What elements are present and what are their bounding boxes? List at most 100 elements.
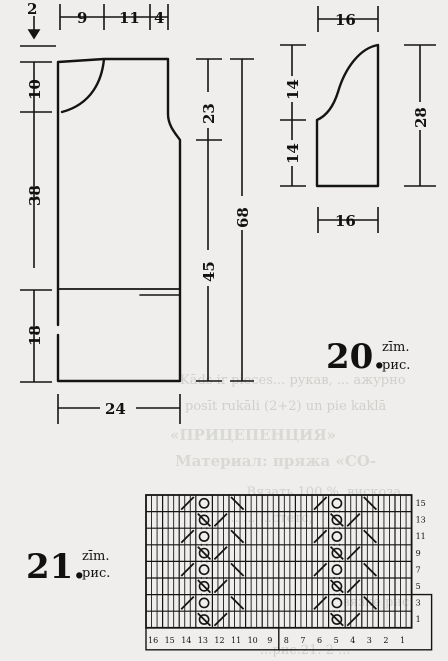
decrease-symbol — [230, 529, 245, 544]
column-number: 14 — [181, 636, 191, 645]
decrease-symbol — [230, 562, 245, 577]
decrease-symbol — [313, 562, 328, 577]
back-left-dimension — [20, 61, 52, 383]
back-top-segment-1: 9 — [77, 9, 87, 27]
sleeve-top-dimension — [317, 6, 379, 32]
decrease-symbol — [313, 595, 328, 610]
decrease-symbol — [346, 579, 361, 594]
chart-bottom-frame — [145, 627, 279, 651]
decrease-symbol — [346, 546, 361, 561]
row-number: 13 — [416, 516, 426, 525]
decrease-symbol — [213, 612, 228, 627]
sleeve-piece-outline — [315, 43, 380, 188]
column-number: 12 — [214, 636, 224, 645]
back-top-segment-3: 4 — [154, 9, 164, 27]
decrease-symbol — [180, 595, 195, 610]
row-number: 7 — [416, 565, 421, 574]
column-number: 13 — [198, 636, 208, 645]
yarn-over-symbol — [331, 531, 343, 542]
decrease-symbol — [197, 612, 212, 627]
decrease-symbol — [363, 496, 378, 511]
dim-gap — [284, 140, 302, 166]
decrease-symbol — [313, 529, 328, 544]
back-right-inner-dim-1: 23 — [200, 103, 218, 124]
back-bottom-dim: 24 — [105, 400, 126, 418]
decrease-symbol — [346, 512, 361, 527]
dim-gap — [234, 196, 252, 230]
dim-gap — [200, 250, 218, 286]
decrease-symbol — [329, 612, 344, 627]
decrease-symbol — [329, 512, 344, 527]
figure-21-number: 21. — [26, 547, 85, 587]
decrease-symbol — [197, 579, 212, 594]
back-top-dimension — [59, 4, 169, 30]
decrease-symbol — [180, 529, 195, 544]
column-number: 9 — [267, 636, 272, 645]
back-top-offset-label: 2 — [27, 0, 37, 18]
yarn-over-symbol — [198, 497, 210, 509]
decrease-symbol — [313, 496, 328, 511]
back-right-total-dim: 68 — [234, 207, 252, 228]
back-top-offset-arrow — [20, 16, 56, 47]
row-number: 1 — [416, 615, 421, 624]
back-piece-outline — [56, 57, 182, 383]
dim-gap — [100, 398, 136, 416]
yarn-over-symbol — [331, 497, 343, 509]
decrease-symbol — [329, 546, 344, 561]
sleeve-top-dim: 16 — [335, 11, 356, 29]
back-top-segment-2: 11 — [119, 9, 140, 27]
decrease-symbol — [230, 496, 245, 511]
bleed-line: posīt rukāli (2+2) un pie kaklā — [185, 399, 387, 414]
column-number: 15 — [165, 636, 175, 645]
yarn-over-symbol — [198, 531, 210, 542]
column-number: 11 — [231, 636, 241, 645]
decrease-symbol — [197, 512, 212, 527]
dim-gap — [200, 92, 218, 128]
column-number: 10 — [248, 636, 258, 645]
yarn-over-symbol — [331, 597, 343, 609]
back-piece-schematic — [56, 57, 182, 383]
figure-20-number: 20. — [326, 337, 385, 377]
sleeve-piece-schematic — [315, 43, 380, 188]
yarn-over-symbol — [198, 597, 210, 609]
decrease-symbol — [363, 562, 378, 577]
bleed-line: ... ... ... ...стетс, — [210, 511, 313, 526]
sleeve-left-dim-2: 14 — [284, 143, 302, 164]
back-right-inner-dim-2: 45 — [200, 261, 218, 282]
decrease-symbol — [197, 546, 212, 561]
sleeve-bottom-dim: 16 — [335, 212, 356, 230]
column-number: 6 — [317, 636, 322, 645]
row-number: 5 — [416, 582, 421, 591]
decrease-symbol — [363, 595, 378, 610]
column-number: 1 — [400, 636, 405, 645]
dim-gap — [412, 102, 430, 130]
bleed-line: Kāds ir pieces... рукав, ... ажурно — [180, 373, 406, 388]
column-number: 5 — [334, 636, 339, 645]
back-left-dim-2: 38 — [26, 185, 44, 206]
decrease-symbol — [346, 612, 361, 627]
column-number: 7 — [300, 636, 305, 645]
column-number: 8 — [284, 636, 289, 645]
row-number: 3 — [416, 599, 421, 608]
decrease-symbol — [180, 496, 195, 511]
sleeve-bottom-dimension — [317, 207, 379, 233]
decrease-symbol — [213, 546, 228, 561]
bleed-line: Материал: пряжа «СО- — [175, 452, 376, 470]
dim-gap — [284, 76, 302, 102]
figure-21-caption-ru: рис. — [82, 566, 110, 581]
column-number: 4 — [350, 636, 355, 645]
row-number: 9 — [416, 549, 421, 558]
repeat-bracket — [278, 593, 433, 651]
yarn-over-symbol — [198, 564, 210, 576]
decrease-symbol — [213, 512, 228, 527]
figure-21-caption-lv: zīm. — [82, 549, 109, 564]
sleeve-left-dim-1: 14 — [284, 79, 302, 100]
figure-20-caption-ru: рис. — [382, 358, 410, 373]
figure-20-caption-lv: zīm. — [382, 340, 409, 355]
back-left-dim-3: 18 — [26, 325, 44, 346]
decrease-symbol — [230, 595, 245, 610]
decrease-symbol — [213, 579, 228, 594]
bleed-line: «ПРИЦЕПЕНЦИЯ» — [170, 426, 336, 444]
